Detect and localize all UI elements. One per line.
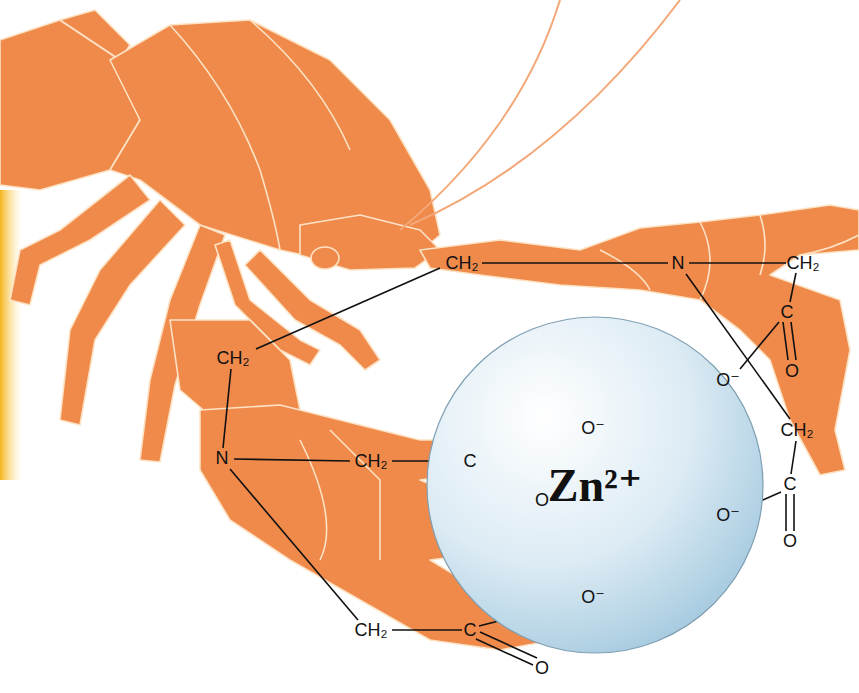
atom-label: CH₂ bbox=[217, 348, 250, 368]
chemical-bonds bbox=[223, 263, 796, 665]
atom-label: CH₂ bbox=[446, 253, 479, 273]
atom-label: O⁻ bbox=[716, 505, 740, 525]
atom-label: O bbox=[785, 361, 799, 381]
antenna bbox=[400, 0, 680, 230]
atom-label: C bbox=[781, 302, 794, 322]
atom-label: O bbox=[535, 658, 549, 678]
atom-label: N bbox=[216, 448, 229, 468]
atom-label: O⁻ bbox=[581, 418, 605, 438]
atom-label: O bbox=[535, 490, 549, 510]
atom-label: CH₂ bbox=[355, 451, 388, 471]
atom-label: CH₂ bbox=[355, 620, 388, 640]
atom-label: CH₂ bbox=[787, 253, 820, 273]
edge-glow bbox=[0, 190, 22, 480]
atom-label: O bbox=[783, 531, 797, 551]
atom-label: O⁻ bbox=[716, 370, 740, 390]
atom-label: N bbox=[672, 253, 685, 273]
atom-label: C bbox=[464, 620, 477, 640]
ion-label: Zn²⁺ bbox=[548, 458, 642, 512]
atom-label: C bbox=[784, 474, 797, 494]
atom-label: O⁻ bbox=[581, 587, 605, 607]
atom-label: CH₂ bbox=[781, 420, 814, 440]
atom-label: C bbox=[464, 451, 477, 471]
